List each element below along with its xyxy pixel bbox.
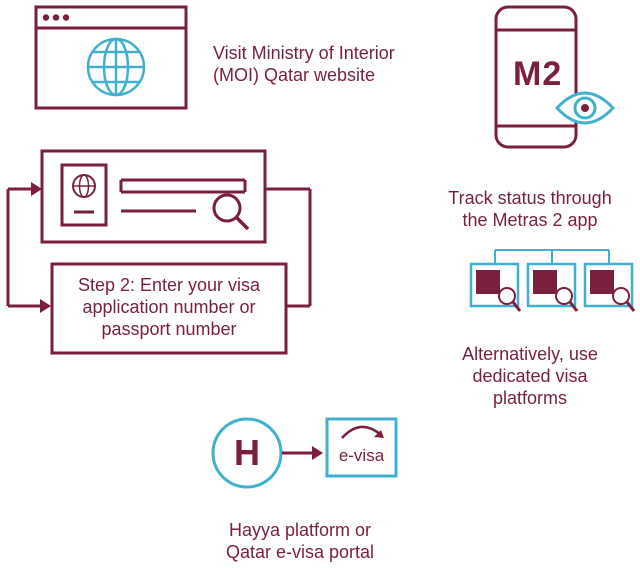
evisa-label: e-visa	[338, 446, 385, 465]
step2-line-3: passport number	[101, 319, 237, 339]
arrow-icon	[282, 446, 323, 460]
magnifier-icon	[212, 193, 250, 231]
alternative-line-3: platforms	[492, 388, 568, 408]
eye-icon	[554, 91, 616, 125]
phone-app-label: M2	[513, 55, 563, 93]
metras-line-1: Track status through	[448, 188, 612, 208]
hayya-instruction: Hayya platform or Qatar e-visa portal	[190, 519, 410, 563]
arrow-icon	[31, 182, 42, 196]
metras-line-2: the Metras 2 app	[462, 210, 598, 230]
alternative-instruction: Alternatively, use dedicated visa platfo…	[440, 343, 620, 409]
qatar-flag-card-icon	[526, 262, 579, 312]
browser-window-icon	[34, 5, 188, 110]
step2-line-1: Step 2: Enter your visa	[77, 275, 261, 295]
step2-line-2: application number or	[82, 297, 256, 317]
globe-icon	[86, 37, 146, 97]
moi-line-2: (MOI) Qatar website	[213, 65, 376, 85]
metras-instruction: Track status through the Metras 2 app	[430, 187, 630, 231]
passport-icon	[60, 163, 108, 227]
e-visa-icon	[325, 417, 398, 478]
moi-line-1: Visit Ministry of Interior	[213, 43, 395, 63]
alternative-line-2: dedicated visa	[472, 366, 588, 386]
hayya-line-2: Qatar e-visa portal	[225, 542, 375, 562]
qatar-flag-card-icon	[469, 262, 522, 312]
moi-instruction: Visit Ministry of Interior (MOI) Qatar w…	[213, 42, 395, 86]
qatar-flag-card-icon	[583, 262, 636, 312]
hayya-logo-icon	[211, 417, 283, 489]
hayya-logo-letter: H	[234, 432, 260, 473]
passport-search-panel	[40, 149, 267, 244]
hayya-line-1: Hayya platform or	[228, 520, 372, 540]
smartphone-icon	[494, 5, 578, 149]
step2-instruction: Step 2: Enter your visa application numb…	[52, 274, 286, 340]
arrow-icon	[40, 299, 51, 313]
step2-box	[50, 262, 288, 355]
alternative-line-1: Alternatively, use	[462, 344, 598, 364]
card-bracket	[494, 249, 610, 264]
connector-lines	[6, 187, 312, 308]
